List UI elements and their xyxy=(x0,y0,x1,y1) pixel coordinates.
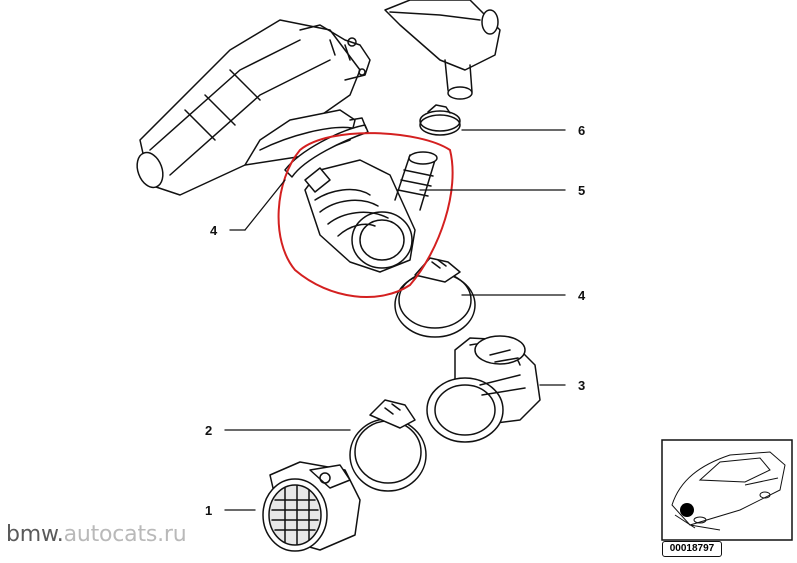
part-4-hose-clamp xyxy=(394,257,476,338)
car-location-thumbnail xyxy=(661,439,793,541)
location-marker-icon xyxy=(680,503,694,517)
callout-4-lower: 4 xyxy=(578,288,586,303)
watermark-prefix: bmw. xyxy=(6,522,64,547)
air-filter-housing xyxy=(136,19,371,196)
part-2-hose-clamp xyxy=(349,399,427,492)
callout-5: 5 xyxy=(578,183,585,198)
reference-number: 00018797 xyxy=(662,541,722,557)
callout-4-upper: 4 xyxy=(210,223,218,238)
part-3-intake-boot xyxy=(426,335,541,443)
watermark: bmw.autocats.ru xyxy=(6,522,187,547)
leader-lines xyxy=(224,129,566,511)
highlight-circle xyxy=(277,132,454,298)
watermark-domain: autocats.ru xyxy=(63,522,187,547)
callout-2: 2 xyxy=(205,423,212,438)
part-1-air-mass-meter xyxy=(262,461,361,552)
callout-3: 3 xyxy=(578,378,585,393)
part-6-small-hose-clamp xyxy=(419,104,461,136)
part-5-rubber-boot xyxy=(304,151,438,273)
callout-6: 6 xyxy=(578,123,585,138)
upper-intake-pipe xyxy=(384,0,501,100)
part-4-gasket-ring xyxy=(284,117,369,178)
callout-1: 1 xyxy=(205,503,212,518)
